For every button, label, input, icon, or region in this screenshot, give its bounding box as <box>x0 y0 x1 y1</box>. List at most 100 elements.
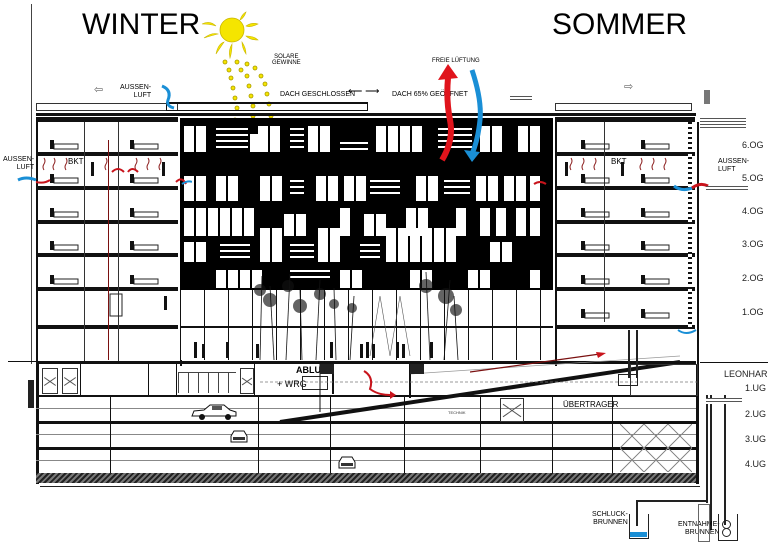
extraction-well-vessel <box>718 514 738 541</box>
level-label-1ug: 1.UG <box>745 383 767 393</box>
sun-icon <box>201 11 259 60</box>
ug2-slab <box>36 421 696 424</box>
car-icon <box>191 404 237 420</box>
inside-air-left-arrows <box>111 168 192 185</box>
hollow-arrow-right-icon: ⇨ <box>624 81 634 93</box>
bkt-left-label: BKT <box>68 157 84 166</box>
basement-column <box>330 396 331 473</box>
inside-air-right-arrow <box>533 181 547 185</box>
atrium-transom <box>180 326 553 328</box>
exhaust-air-label: ABLUFT <box>296 365 332 375</box>
fine-print-block <box>510 96 532 102</box>
level-label-6og: 6.OG <box>742 140 764 150</box>
roof-slab <box>36 113 696 116</box>
scaffold-storage <box>620 424 692 472</box>
ramp-red-arrow <box>306 361 466 411</box>
well-pipe-extraction <box>706 395 708 503</box>
left-wing-partition <box>84 122 85 362</box>
return-well-water <box>630 532 647 537</box>
ug1-partition <box>176 364 177 395</box>
people-figures <box>194 342 433 358</box>
basement-gridline <box>36 434 696 435</box>
street-label: LEONHARD- <box>724 369 768 379</box>
right-wing <box>555 122 699 366</box>
right-floor-slab-2 <box>555 253 695 257</box>
ug1-partition <box>254 364 255 395</box>
ug1-shaft <box>240 368 254 394</box>
basement-wall-left <box>36 364 39 484</box>
level-label-1og: 1.OG <box>742 307 764 317</box>
double-arrow-icon: ⟵ ⟶ <box>348 86 380 97</box>
left-shaft <box>108 140 109 360</box>
basement-column <box>110 396 111 473</box>
heat-transfer-label: ÜBERTRAGER <box>563 400 619 409</box>
left-wing-partition <box>118 122 119 362</box>
roof-glass-left <box>36 103 178 111</box>
ground-slab <box>36 361 696 364</box>
ug1-slab <box>36 395 696 397</box>
vertical-pipe <box>628 330 630 378</box>
outside-air-left-arrow <box>17 176 51 184</box>
well-pipe-horizontal <box>40 486 700 487</box>
ground-air-intake-arrow <box>677 329 697 334</box>
basement-column <box>404 396 405 473</box>
tech-room-right <box>630 364 698 396</box>
solar-gain-line2: GEWINNE <box>272 60 301 66</box>
bkt-right-label: BKT <box>611 157 627 166</box>
right-floor-slab-1 <box>555 287 695 291</box>
technik-room-outline <box>272 364 334 394</box>
winter-title: WINTER <box>82 8 201 41</box>
level-label-4og: 4.OG <box>742 206 764 216</box>
level-label-3og: 3.OG <box>742 239 764 249</box>
wrg-unit-box <box>302 376 328 390</box>
basement-column <box>258 396 259 473</box>
fine-print-block <box>704 90 710 104</box>
return-well-line1: SCHLUCK- <box>592 511 628 518</box>
right-facade-ladder <box>688 122 692 332</box>
level-label-5og: 5.OG <box>742 173 764 183</box>
frame-left-line <box>31 4 32 364</box>
pump-icon <box>722 528 731 537</box>
well-pipe-return-down <box>636 500 638 526</box>
ramp-direction-arrow <box>470 352 606 373</box>
vertical-pipe <box>636 330 638 378</box>
left-retaining-wall <box>28 380 34 408</box>
left-floor-slab-2 <box>36 253 178 257</box>
cool-air-arrow-icon <box>469 69 483 155</box>
ug3-slab <box>36 447 696 450</box>
outside-air-top-line2: LUFT <box>133 92 152 99</box>
solar-gain-line1: SOLARE <box>274 54 299 60</box>
roof-open-label: DACH 65% GEÖFFNET <box>392 91 468 98</box>
solar-gain-label: SOLARE GEWINNE <box>272 54 301 66</box>
red-air-arrow-icon <box>363 370 396 399</box>
level-label-2ug: 2.UG <box>745 409 767 419</box>
summer-title: SOMMER <box>552 8 687 41</box>
well-pipe-extraction3 <box>710 395 712 530</box>
right-floor-slab-3 <box>555 220 695 224</box>
ground-line-left <box>8 361 38 362</box>
ug1-partition <box>148 364 149 395</box>
ug2-shaft <box>500 398 524 422</box>
well-pipe-extraction2 <box>724 395 726 525</box>
free-ventilation-label: FREIE LÜFTUNG <box>432 58 480 64</box>
level-label-2og: 2.OG <box>742 273 764 283</box>
right-floor-slab-4 <box>555 186 695 190</box>
level-label-4ug: 4.UG <box>745 459 767 469</box>
atrium-windows <box>184 126 540 288</box>
left-floor-slab-0 <box>36 325 178 329</box>
warm-air-arrow-icon <box>439 77 454 162</box>
ug1-shaft <box>42 368 58 394</box>
ug1-shaft <box>62 368 78 394</box>
outside-air-top-line1: AUSSEN- <box>120 84 152 91</box>
right-floor-slab-0 <box>555 325 695 329</box>
outside-air-right-line2: LUFT <box>718 166 736 173</box>
atrium-roof <box>166 102 368 111</box>
technik-label: TECHNIK <box>448 410 466 415</box>
car-front-icon <box>230 430 248 443</box>
basement-wall-right <box>696 364 699 484</box>
heat-recovery-label: + WRG <box>277 379 307 389</box>
roof-slab-right <box>555 117 695 122</box>
right-floor-slab-5 <box>555 152 695 156</box>
roof-closed-label: DACH GESCHLOSSEN <box>280 91 356 98</box>
outside-air-left-line1: AUSSEN- <box>3 156 35 163</box>
